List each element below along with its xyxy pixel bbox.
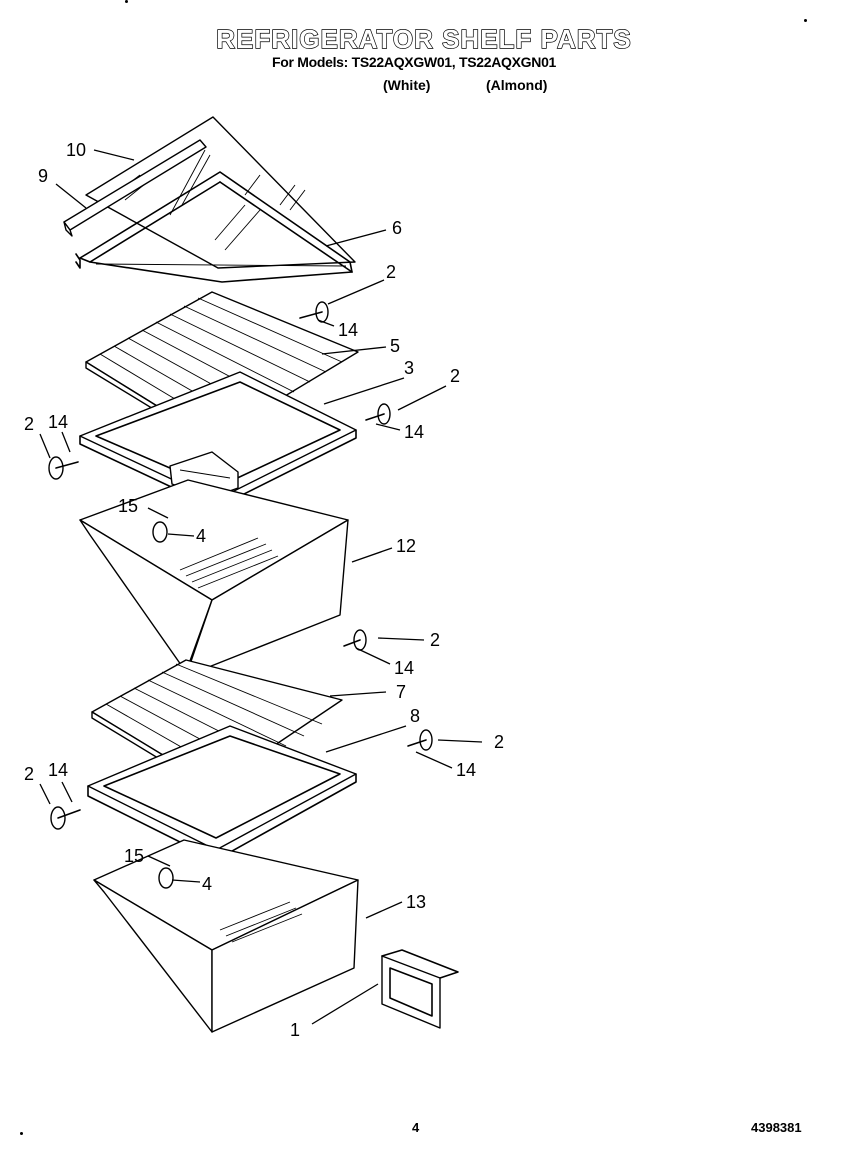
document-number: 4398381: [751, 1120, 802, 1135]
label-holder-part: [381, 949, 459, 1029]
crisper-frame-part: [79, 371, 357, 509]
callout-2: 2: [494, 732, 504, 752]
roller-hardware: [48, 301, 433, 889]
callout-14: 14: [394, 658, 414, 678]
crisper-drawer-upper-part: [79, 479, 349, 677]
shelf-frame-part: [75, 171, 353, 283]
crisper-frame-lower-part: [87, 725, 357, 861]
corner-mark: [20, 1132, 23, 1135]
callout-4: 4: [196, 526, 206, 546]
callout-15: 15: [124, 846, 144, 866]
callout-14: 14: [338, 320, 358, 340]
callout-14: 14: [48, 412, 68, 432]
diagram-title: REFRIGERATOR SHELF PARTS: [216, 23, 632, 54]
variant-almond-label: (Almond): [486, 77, 548, 93]
callout-12: 12: [396, 536, 416, 556]
callout-14: 14: [456, 760, 476, 780]
corner-mark: [804, 19, 807, 22]
callout-2: 2: [24, 764, 34, 784]
shelf-trim-part: [63, 139, 207, 237]
callout-7: 7: [396, 682, 406, 702]
model-numbers: For Models: TS22AQXGW01, TS22AQXGN01: [272, 54, 557, 70]
callout-2: 2: [386, 262, 396, 282]
callout-2: 2: [450, 366, 460, 386]
variant-white-label: (White): [383, 77, 431, 93]
callout-14: 14: [404, 422, 424, 442]
callout-9: 9: [38, 166, 48, 186]
callout-2: 2: [24, 414, 34, 434]
crisper-drawer-lower-part: [93, 839, 359, 1033]
callout-15: 15: [118, 496, 138, 516]
callout-13: 13: [406, 892, 426, 912]
callout-4: 4: [202, 874, 212, 894]
callout-1: 1: [290, 1020, 300, 1040]
leader-lines: [39, 149, 483, 1025]
callout-14: 14: [48, 760, 68, 780]
page-number: 4: [412, 1120, 420, 1135]
callout-10: 10: [66, 140, 86, 160]
callout-3: 3: [404, 358, 414, 378]
callout-5: 5: [390, 336, 400, 356]
callout-6: 6: [392, 218, 402, 238]
callout-2: 2: [430, 630, 440, 650]
corner-mark: [125, 0, 128, 3]
callout-8: 8: [410, 706, 420, 726]
